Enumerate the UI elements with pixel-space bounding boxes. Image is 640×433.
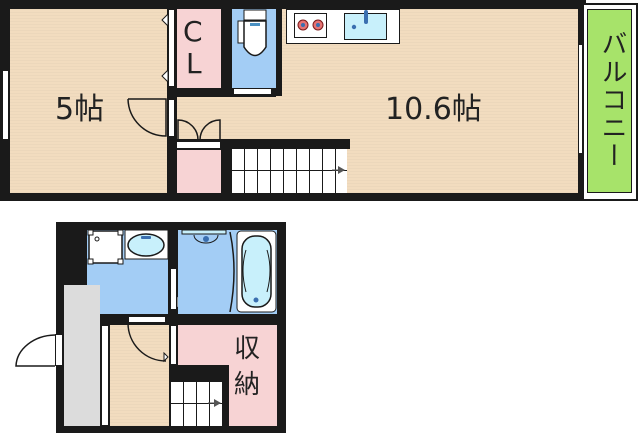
stairs-upper[interactable] (231, 149, 347, 193)
lower-hallway (110, 325, 169, 426)
stairs-lower-midline (170, 403, 222, 404)
washing-machine-icon (87, 229, 124, 265)
bathtub-icon (236, 230, 277, 313)
stairs-lower[interactable] (170, 382, 222, 426)
entrance-door-frame (55, 334, 63, 366)
small-storage (177, 150, 221, 193)
entrance-upper (64, 285, 80, 315)
washbasin-icon (124, 229, 169, 260)
small-storage-door-frame (176, 141, 221, 149)
small-storage-double-door-icon[interactable] (177, 118, 221, 142)
room-5-door-swing-icon[interactable] (127, 98, 168, 138)
stairs-direction-arrow-icon (332, 166, 345, 174)
balcony-label: バルコニー (597, 30, 627, 170)
ldk-label: 10.6帖 (385, 92, 482, 127)
closet-label-c: C (183, 15, 203, 48)
gas-stove-icon (294, 13, 327, 38)
storage-label-bottom: 納 (234, 370, 261, 400)
room-5-jo-label: 5帖 (55, 92, 105, 127)
washroom-door-frame (128, 316, 166, 323)
kitchen-sink-icon (344, 10, 387, 40)
stairs-lower-arrow-icon (208, 399, 221, 407)
room-5-door-frame (168, 99, 175, 137)
room-5-jo (10, 9, 167, 193)
storage-label-top: 収 (234, 334, 261, 364)
toilet-icon (237, 9, 267, 57)
window-left (2, 70, 9, 140)
stairs-upper-midline (231, 170, 347, 171)
entrance-door-swing-icon[interactable] (15, 334, 57, 368)
storage-door-frame[interactable] (170, 325, 177, 365)
closet-door[interactable] (168, 9, 175, 87)
upper-hallway (177, 97, 282, 139)
closet-label-l: L (186, 47, 202, 80)
balcony (587, 9, 632, 193)
toilet-door-frame (233, 88, 272, 95)
entrance-step (101, 325, 109, 426)
ldk-hall-connection (276, 96, 286, 139)
closet (177, 9, 221, 88)
stairs-upper-wall (222, 139, 350, 149)
washroom-door-swing-icon[interactable] (127, 322, 170, 365)
closet-door-marks-icon (161, 12, 169, 84)
shower-icon (181, 229, 235, 313)
bathroom-door-frame (170, 268, 177, 310)
